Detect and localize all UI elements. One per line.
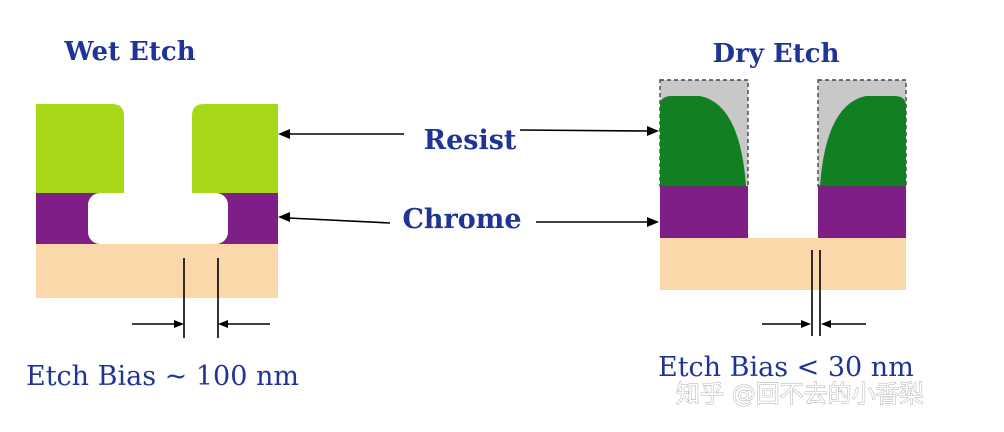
dry-etch-group: Dry Etch Etch Bias < 30 nm — [658, 39, 914, 383]
dry-bias-arrowhead-left — [801, 320, 811, 328]
wet-chrome-undercut — [88, 193, 228, 244]
wet-substrate — [36, 244, 278, 298]
dry-chrome-left — [660, 186, 748, 238]
resist-pointer-left-head — [278, 129, 290, 139]
resist-label: Resist — [424, 125, 517, 156]
resist-pointer-right — [519, 129, 649, 132]
dry-resist-right — [820, 96, 906, 186]
dry-resist-left — [660, 96, 746, 186]
chrome-pointer-right-head — [647, 217, 659, 227]
dry-bias-arrowhead-right — [821, 320, 831, 328]
wet-etch-group: Wet Etch Etch Bias ~ 100 nm — [26, 37, 299, 392]
resist-pointer-right-head — [647, 126, 659, 136]
chrome-label: Chrome — [402, 204, 521, 235]
wet-bias-arrowhead-right — [218, 320, 228, 328]
dry-substrate — [660, 238, 906, 290]
wet-etch-title: Wet Etch — [63, 37, 195, 67]
wet-bias-arrowhead-left — [174, 320, 184, 328]
chrome-pointer-left — [287, 217, 391, 224]
wet-etch-bias-label: Etch Bias ~ 100 nm — [26, 361, 299, 392]
chrome-pointer-left-head — [278, 212, 290, 222]
wet-resist-right — [192, 104, 278, 193]
dry-etch-title: Dry Etch — [713, 39, 840, 69]
center-labels: Resist Chrome — [278, 125, 659, 235]
watermark-text: 知乎 @回不去的小香梨 — [676, 380, 924, 408]
dry-chrome-right — [818, 186, 906, 238]
wet-resist-left — [36, 104, 124, 193]
dry-etch-bias-label: Etch Bias < 30 nm — [658, 352, 914, 383]
